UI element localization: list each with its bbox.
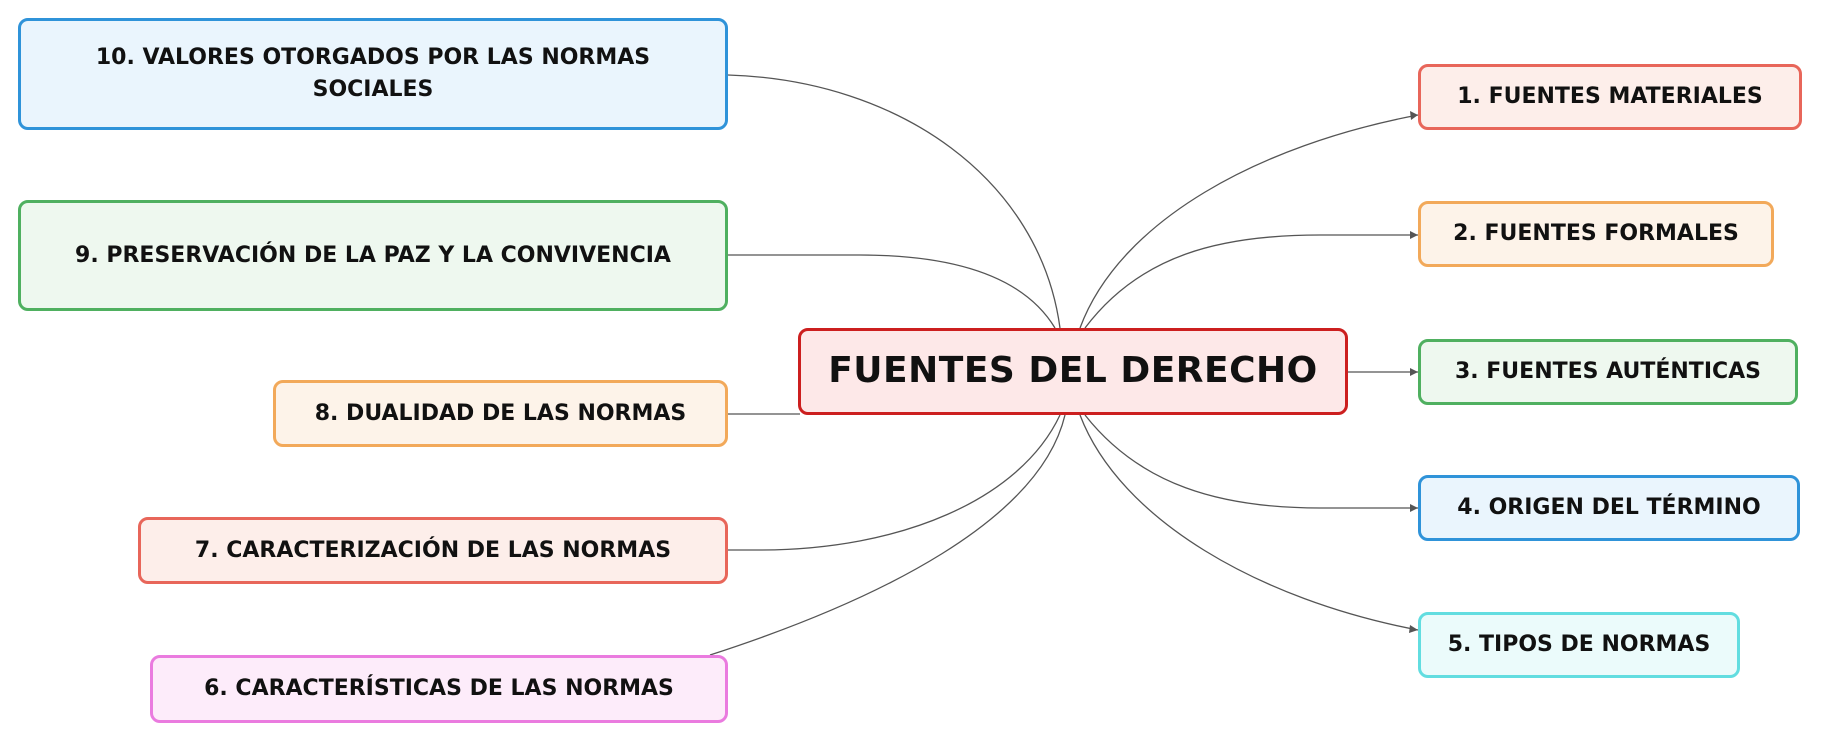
connector-5	[1079, 414, 1419, 631]
topic-fuentes-formales[interactable]: 2. FUENTES FORMALES	[1418, 201, 1774, 267]
topic-label: 1. FUENTES MATERIALES	[1457, 84, 1763, 110]
topic-label: 7. CARACTERIZACIÓN DE LAS NORMAS	[194, 537, 672, 563]
topic-fuentes-materiales[interactable]: 1. FUENTES MATERIALES	[1418, 64, 1802, 130]
arrowhead-4	[1410, 504, 1418, 512]
connector-9	[728, 254, 1056, 329]
topic-preservacion-de-la-paz[interactable]: 9. PRESERVACIÓN DE LA PAZ Y LA CONVIVENC…	[18, 200, 728, 311]
topic-label: 3. FUENTES AUTÉNTICAS	[1454, 359, 1762, 385]
topic-caracteristicas-de-las-normas[interactable]: 6. CARACTERÍSTICAS DE LAS NORMAS	[150, 655, 728, 723]
central-topic-label: FUENTES DEL DERECHO	[828, 350, 1318, 392]
connector-7	[728, 414, 1061, 551]
topic-valores-otorgados[interactable]: 10. VALORES OTORGADOS POR LAS NORMAS SOC…	[18, 18, 728, 130]
arrowhead-2	[1410, 231, 1418, 239]
topic-dualidad-de-las-normas[interactable]: 8. DUALIDAD DE LAS NORMAS	[273, 380, 728, 447]
connector-1	[1079, 114, 1419, 329]
connector-6	[709, 414, 1066, 656]
topic-label: 4. ORIGEN DEL TÉRMINO	[1457, 495, 1761, 521]
topic-label: 9. PRESERVACIÓN DE LA PAZ Y LA CONVIVENC…	[75, 242, 671, 268]
topic-origen-del-termino[interactable]: 4. ORIGEN DEL TÉRMINO	[1418, 475, 1800, 541]
topic-label: 5. TIPOS DE NORMAS	[1447, 632, 1711, 658]
central-topic[interactable]: FUENTES DEL DERECHO	[798, 328, 1348, 415]
connector-10	[727, 74, 1061, 329]
connector-2	[1084, 234, 1418, 329]
topic-caracterizacion-de-las-normas[interactable]: 7. CARACTERIZACIÓN DE LAS NORMAS	[138, 517, 728, 584]
topic-label: 2. FUENTES FORMALES	[1453, 221, 1739, 247]
topic-label: 6. CARACTERÍSTICAS DE LAS NORMAS	[204, 676, 674, 702]
arrowhead-1	[1410, 111, 1418, 120]
arrowhead-3	[1410, 368, 1418, 376]
topic-label: 10. VALORES OTORGADOS POR LAS NORMAS SOC…	[95, 45, 651, 102]
topic-fuentes-autenticas[interactable]: 3. FUENTES AUTÉNTICAS	[1418, 339, 1798, 405]
connector-4	[1084, 414, 1418, 509]
topic-label: 8. DUALIDAD DE LAS NORMAS	[314, 400, 687, 426]
topic-tipos-de-normas[interactable]: 5. TIPOS DE NORMAS	[1418, 612, 1740, 678]
arrowhead-5	[1409, 625, 1418, 633]
